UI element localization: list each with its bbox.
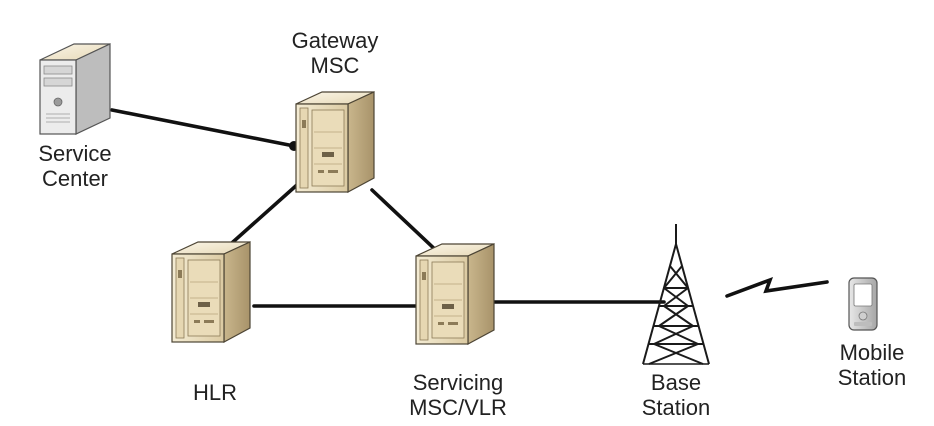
label-line: MSC (310, 53, 360, 78)
label-line: Servicing (412, 370, 504, 395)
label-line: HLR (192, 380, 237, 405)
label-line: Gateway (291, 28, 379, 53)
antenna-tower-icon (642, 224, 710, 365)
server-cabinet-icon (295, 91, 375, 193)
label-servicing-msc-vlr: Servicing MSC/VLR (393, 370, 523, 420)
label-line: Base (650, 370, 702, 395)
label-service-center: Service Center (20, 141, 130, 191)
mobile-phone-icon (848, 277, 878, 331)
label-line: MSC/VLR (409, 395, 507, 420)
label-base-station: Base Station (626, 370, 726, 420)
label-mobile-station: Mobile Station (820, 340, 924, 390)
link-service-center-gateway (110, 108, 296, 148)
label-line: Center (41, 166, 109, 191)
label-line: Mobile (839, 340, 905, 365)
label-line: Station (837, 365, 907, 390)
label-hlr: HLR (180, 380, 250, 405)
server-tower-icon (39, 43, 111, 135)
link-gateway-servicing (370, 188, 442, 256)
server-cabinet-icon (415, 243, 495, 345)
label-line: Station (641, 395, 711, 420)
label-line: Service (38, 141, 112, 166)
label-gateway-msc: Gateway MSC (280, 28, 390, 78)
server-cabinet-icon (171, 241, 251, 343)
link-wireless-zigzag (725, 276, 829, 298)
links (110, 108, 829, 308)
